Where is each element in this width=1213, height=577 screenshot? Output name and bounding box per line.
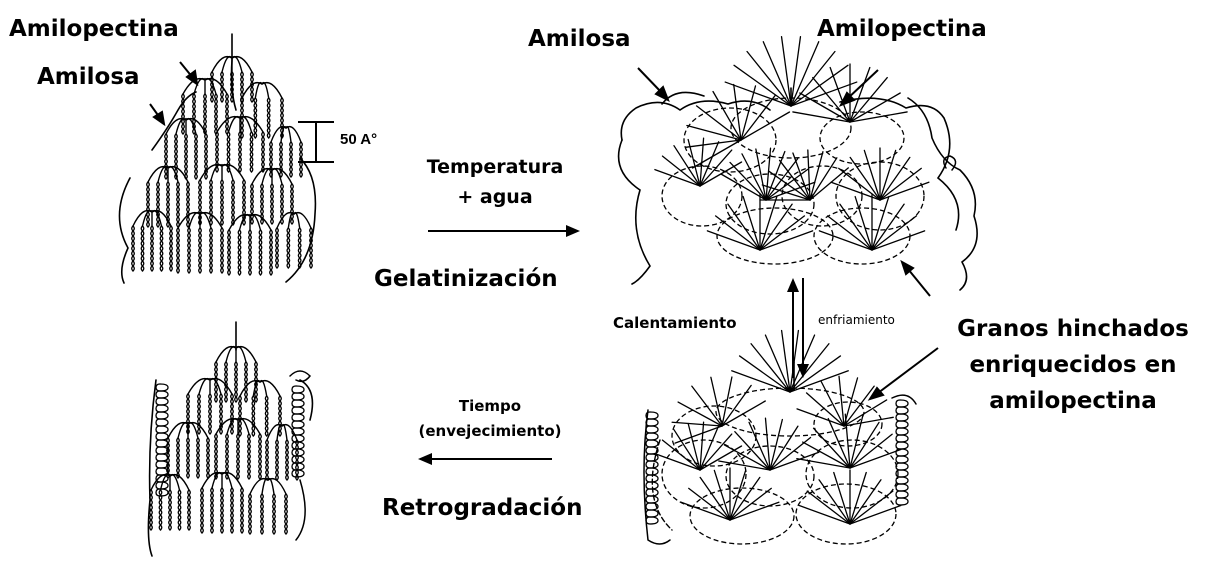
gelatinization-label: Gelatinización <box>374 268 558 291</box>
heating-label: Calentamiento <box>613 316 737 331</box>
cooling-arrow <box>797 278 809 378</box>
gelatinization-arrow <box>428 225 580 237</box>
heating-arrow <box>787 278 799 378</box>
cooled-swollen-granule <box>644 331 916 544</box>
amylopectin-label-right: Amilopectina <box>817 18 987 41</box>
swollen-granules-line2: enriquecidos en <box>938 354 1208 377</box>
scale-bar <box>298 122 334 162</box>
amylopectin-label-left: Amilopectina <box>9 18 179 41</box>
native-granule-structure <box>119 34 315 283</box>
scale-label: 50 A° <box>340 132 377 147</box>
aging-label: (envejecimiento) <box>380 424 600 439</box>
water-label: + agua <box>405 188 585 207</box>
time-label: Tiempo <box>405 399 575 414</box>
amylose-label-right: Amilosa <box>528 28 631 51</box>
retrogradation-label: Retrogradación <box>382 497 582 520</box>
swollen-granules-line1: Granos hinchados <box>938 318 1208 341</box>
amylose-label-left: Amilosa <box>37 66 140 89</box>
retrogradation-arrow <box>418 453 552 465</box>
swollen-granules-line3: amilopectina <box>938 390 1208 413</box>
retrograded-structure <box>148 322 312 556</box>
temperature-label: Temperatura <box>405 158 585 177</box>
gelatinized-swollen-granule <box>619 37 978 290</box>
cooling-label: enfriamiento <box>818 314 895 326</box>
